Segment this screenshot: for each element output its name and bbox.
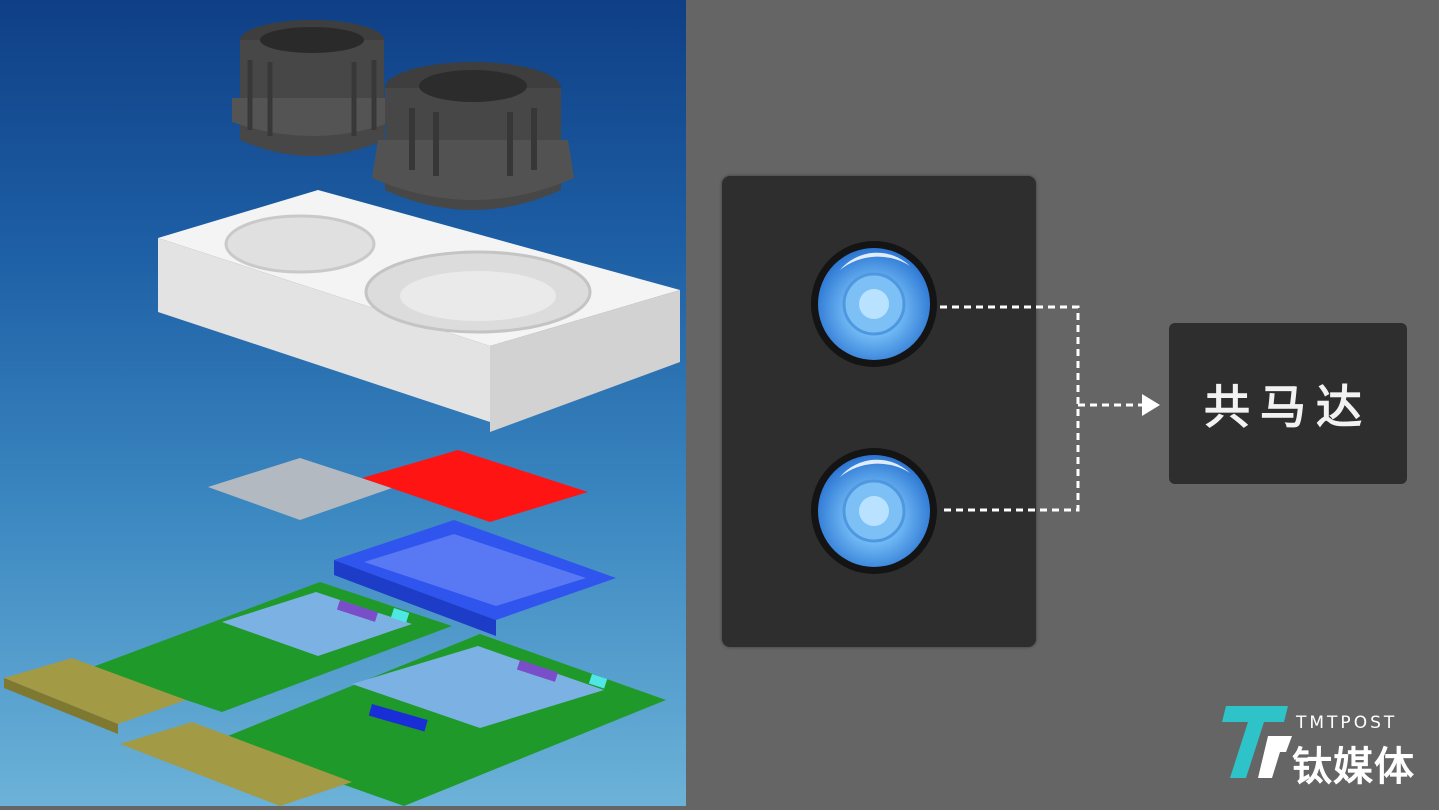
logo-brand-text: TMTPOST	[1296, 713, 1398, 733]
sensor-board-left-icon	[4, 582, 452, 734]
shared-motor-box: 共马达	[1169, 323, 1407, 484]
exploded-view-drawing	[4, 20, 680, 806]
filter-grey-icon	[208, 458, 392, 520]
exploded-view-panel	[0, 0, 686, 806]
holder-icon	[158, 190, 680, 432]
camera-lens-bottom-icon	[811, 448, 937, 574]
lens-barrel-right-icon	[372, 62, 574, 210]
logo-chinese-text: 钛媒体	[1292, 744, 1415, 790]
arrow-right-icon	[1142, 394, 1160, 416]
tmtpost-logo-icon	[1222, 706, 1292, 778]
camera-lens-top-icon	[811, 241, 937, 367]
filter-red-icon	[362, 450, 588, 522]
lens-barrel-left-icon	[232, 20, 392, 156]
motor-label: 共马达	[1204, 379, 1372, 434]
sensor-board-right-icon	[120, 634, 666, 806]
frame-icon	[334, 520, 616, 636]
